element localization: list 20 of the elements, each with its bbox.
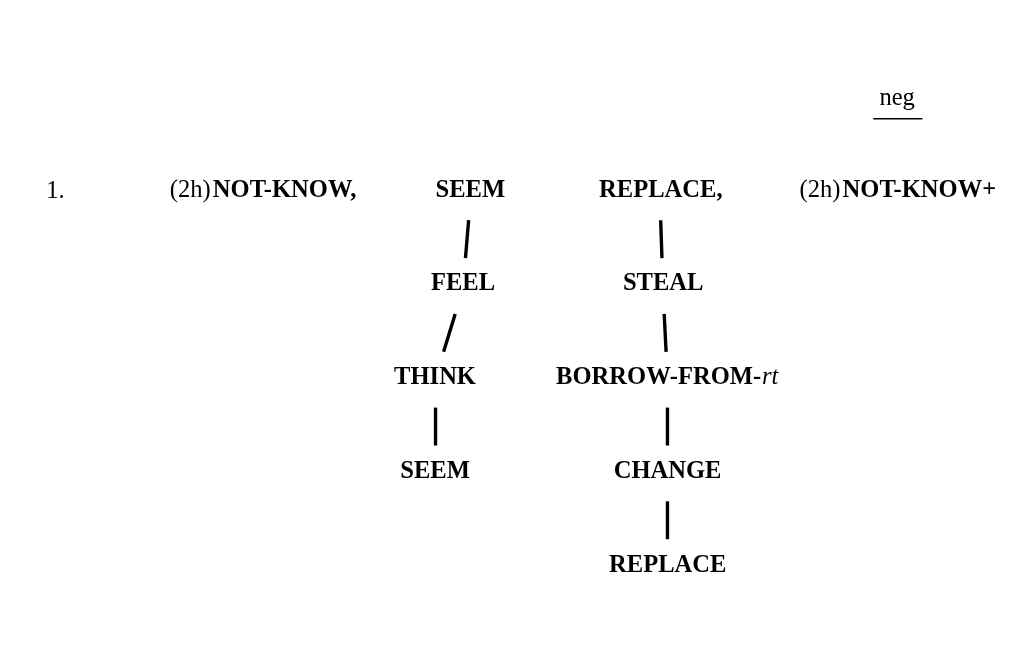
node-text: CHANGE xyxy=(613,455,722,483)
label: (2h)NOT-KNOW, xyxy=(169,174,357,202)
label: neg xyxy=(879,82,915,110)
connector xyxy=(665,501,670,540)
connector xyxy=(433,407,438,446)
node-text: FEEL xyxy=(430,268,496,296)
label: 1. xyxy=(46,176,65,204)
node-text: THINK xyxy=(394,362,476,390)
connector xyxy=(662,313,668,352)
node-text: REPLACE, xyxy=(599,174,723,202)
connector xyxy=(665,407,670,446)
connector xyxy=(463,220,471,259)
label: (2h)NOT-KNOW+ xyxy=(799,174,997,202)
node-text: SEEM xyxy=(400,455,470,483)
connector xyxy=(659,220,664,259)
node-text: BORROW-FROM-rt xyxy=(556,362,779,390)
connector xyxy=(442,313,457,353)
node-text: SEEM xyxy=(435,174,506,202)
node-text: STEAL xyxy=(622,268,704,296)
node-text: REPLACE xyxy=(609,549,727,577)
